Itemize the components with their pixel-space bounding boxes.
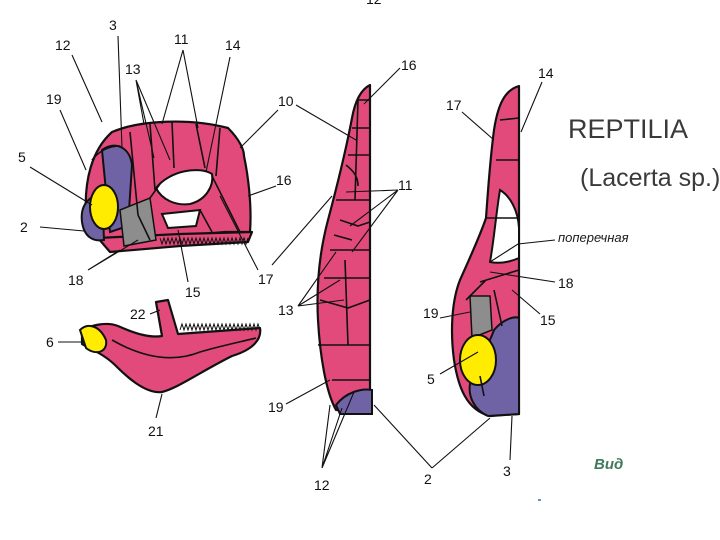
leader-16-lateral xyxy=(248,186,276,196)
title-sub: (Lacerta sp.) xyxy=(580,164,720,192)
label-17: 17 xyxy=(258,271,274,287)
label-3-ventral: 3 xyxy=(503,463,511,479)
label-3: 3 xyxy=(109,17,117,33)
lower-jaw-bone xyxy=(82,300,260,392)
label-5-ventral: 5 xyxy=(427,371,435,387)
note-poperechnaya: поперечная xyxy=(558,230,629,245)
ventral-pterygoid-grey xyxy=(470,296,492,338)
leader-14-ventral xyxy=(521,82,542,132)
leader-21-jaw xyxy=(156,394,162,418)
label-19: 19 xyxy=(46,91,62,107)
ventral-quadrate xyxy=(460,335,496,385)
leader-17-ventral xyxy=(462,112,494,140)
title-main: REPTILIA xyxy=(568,114,688,144)
label-16-dorsal: 16 xyxy=(401,57,417,73)
label-6: 6 xyxy=(46,334,54,350)
label-22: 22 xyxy=(130,306,146,322)
leader-10-lateral xyxy=(240,110,278,148)
leader-19-lateral xyxy=(60,110,86,170)
label-19-dorsal: 19 xyxy=(268,399,284,415)
label-15: 15 xyxy=(185,284,201,300)
label-13: 13 xyxy=(125,61,141,77)
label-14-ventral: 14 xyxy=(538,65,554,81)
label-11: 11 xyxy=(174,31,189,47)
label-19-ventral: 19 xyxy=(423,305,439,321)
small-mark xyxy=(538,499,541,501)
label-16: 16 xyxy=(276,172,292,188)
label-2-ventral: 2 xyxy=(424,471,432,487)
label-2: 2 xyxy=(20,219,28,235)
label-11-dorsal: 11 xyxy=(398,177,413,193)
label-10: 10 xyxy=(278,93,294,109)
label-12-top: 12 xyxy=(366,0,382,7)
leader-12-lateral xyxy=(72,55,102,122)
lower-jaw-teeth xyxy=(180,324,260,330)
label-18-ventral: 18 xyxy=(558,275,574,291)
note-vid: Вид xyxy=(594,456,623,473)
leader-2-lateral xyxy=(40,227,84,231)
leader-3-ventral xyxy=(510,416,512,460)
leader-10-dorsal xyxy=(296,105,356,140)
lower-jaw xyxy=(80,300,260,392)
leader-5-lateral xyxy=(30,167,92,205)
lateral-skull xyxy=(82,122,252,252)
dorsal-skull xyxy=(317,85,372,414)
label-5: 5 xyxy=(18,149,26,165)
label-12-dorsal: 12 xyxy=(314,477,330,493)
label-17-ventral: 17 xyxy=(446,97,462,113)
leader-11-lateral xyxy=(162,50,198,128)
label-13-dorsal: 13 xyxy=(278,302,294,318)
leader-2-dorsal-ventral xyxy=(374,405,490,468)
label-18: 18 xyxy=(68,272,84,288)
leader-19-dorsal xyxy=(286,380,330,404)
lateral-temporal-fenestra xyxy=(162,210,200,228)
label-15-ventral: 15 xyxy=(540,312,556,328)
dorsal-skull-half xyxy=(317,85,370,410)
ventral-skull xyxy=(452,86,519,416)
label-21: 21 xyxy=(148,423,164,439)
label-12: 12 xyxy=(55,37,71,53)
lateral-nostril-region xyxy=(90,185,118,229)
label-14: 14 xyxy=(225,37,241,53)
